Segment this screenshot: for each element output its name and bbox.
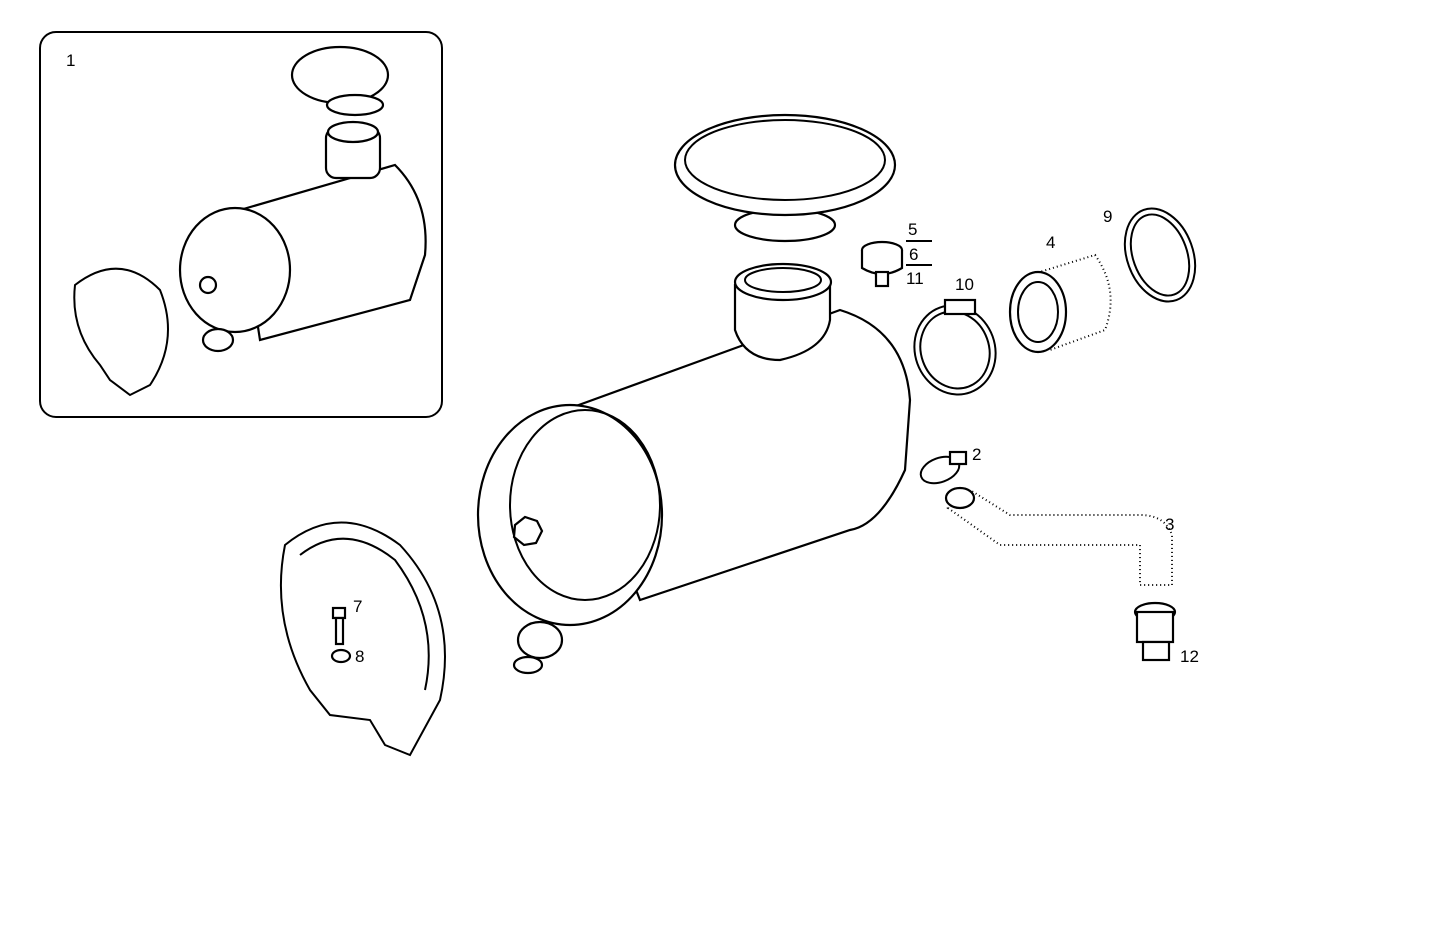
- callout-12: 12: [1180, 647, 1199, 666]
- housing-outlet-neck: [733, 262, 833, 362]
- mounting-strap: [279, 521, 446, 757]
- hose-clamp-9: [1123, 207, 1197, 303]
- callout-3: 3: [1165, 515, 1175, 534]
- callout-9: 9: [1103, 207, 1113, 226]
- bolt-7: [331, 606, 347, 646]
- callout-10: 10: [955, 275, 974, 294]
- fitting-12: [1133, 601, 1177, 662]
- filter-cover-cap: [673, 113, 897, 243]
- hose-clamp-2: [919, 450, 968, 485]
- callout-8: 8: [355, 647, 365, 666]
- hose-clamp-10: [913, 298, 997, 396]
- callout-6: 6: [909, 245, 919, 264]
- vacuator-valve-5-6-11: [860, 240, 904, 288]
- callout-5: 5: [908, 220, 918, 239]
- inset-assembly-view: [39, 31, 443, 418]
- callout-1: 1: [66, 51, 76, 70]
- hose-3: [944, 486, 1173, 586]
- callout-11: 11: [906, 269, 924, 288]
- fraction-line: [906, 264, 932, 266]
- callout-4: 4: [1046, 233, 1056, 252]
- rubber-sleeve-4: [1008, 253, 1112, 354]
- callout-2: 2: [972, 445, 982, 464]
- callout-7: 7: [353, 597, 363, 616]
- washer-8: [330, 648, 352, 664]
- filter-housing: [476, 308, 912, 675]
- fraction-line: [906, 240, 932, 242]
